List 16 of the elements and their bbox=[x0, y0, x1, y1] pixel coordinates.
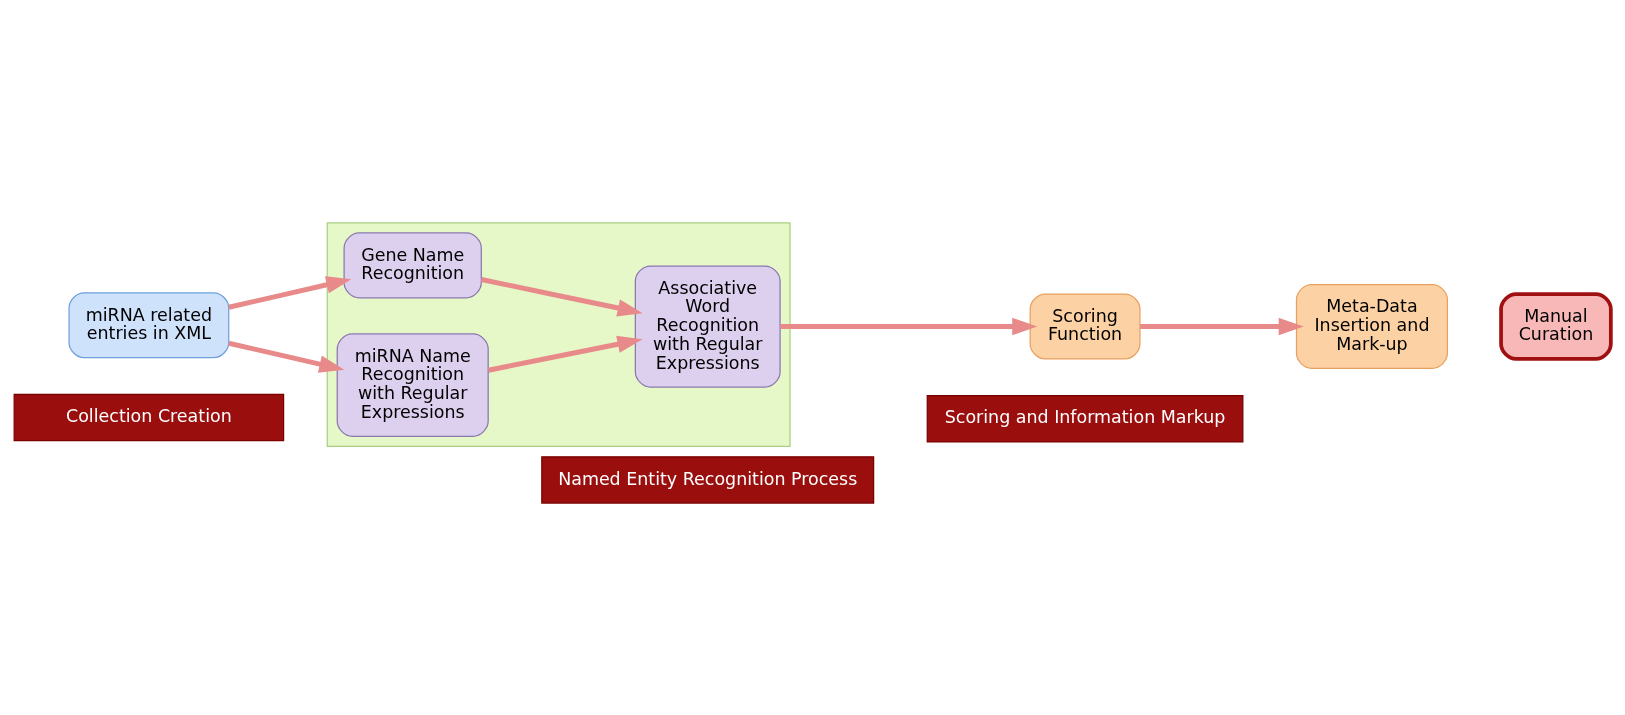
arrow bbox=[480, 276, 643, 317]
arrow bbox=[780, 317, 1038, 335]
node-box: miRNA Name Recognition with Regular Expressions bbox=[336, 332, 489, 437]
arrow bbox=[488, 335, 643, 373]
node-box: Associative Word Recognition with Regular Expressions bbox=[634, 264, 781, 388]
node-box: Gene Name Recognition bbox=[343, 231, 482, 298]
node-box: Collection Creation bbox=[13, 393, 285, 441]
node-box: Manual Curation bbox=[1499, 291, 1613, 361]
node-box: miRNA related entries in XML bbox=[68, 291, 230, 358]
node-box: Named Entity Recognition Process bbox=[541, 455, 875, 504]
node-box: Scoring Function bbox=[1029, 292, 1141, 360]
node-box: Scoring and Information Markup bbox=[926, 394, 1244, 442]
node-box: Meta-Data Insertion and Mark-up bbox=[1295, 283, 1449, 369]
arrow bbox=[1140, 317, 1304, 335]
arrow bbox=[228, 275, 352, 310]
arrow bbox=[228, 340, 345, 373]
